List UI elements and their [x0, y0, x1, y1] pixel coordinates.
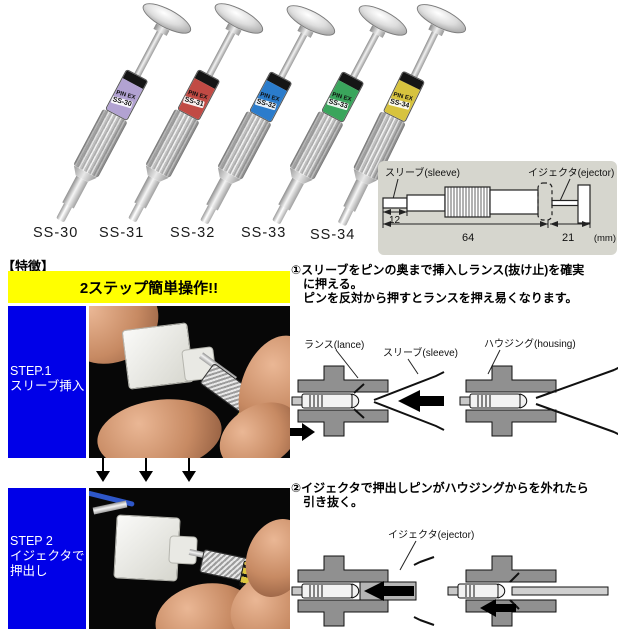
- knurl-hatching: [447, 187, 488, 217]
- features-heading: 【特徴】: [2, 259, 55, 274]
- step2-note: ②イジェクタで押出しピンがハウジングからを外れたら 引き抜く。: [291, 481, 617, 509]
- ejector-leader-line: [559, 178, 571, 202]
- tool-sleeve-end: [271, 205, 288, 225]
- lance-label: ランス(lance): [304, 339, 364, 351]
- model-label-ss31: SS-31: [99, 225, 145, 241]
- tool-stem: [410, 31, 438, 78]
- sleeve-label: スリーブ(sleeve): [383, 346, 458, 359]
- tool-sleeve-end: [127, 203, 144, 223]
- feature-banner: 2ステップ簡単操作!!: [8, 271, 290, 303]
- ejector-dim-label: イジェクタ(ejector): [528, 167, 614, 179]
- section-extracted: [447, 555, 609, 627]
- step1-note-line1: ①スリーブをピンの奥まで挿入しランス(抜け止)を確実: [291, 263, 585, 277]
- dim-12: 12: [389, 215, 401, 226]
- tool-sleeve-end: [199, 205, 216, 225]
- step1-sidebar: STEP.1 スリーブ挿入: [8, 306, 86, 458]
- sleeve-leader-line: [392, 178, 399, 200]
- model-label-ss33: SS-33: [241, 225, 287, 241]
- dim-64: 64: [462, 232, 474, 244]
- dim-unit: (mm): [594, 233, 616, 244]
- tool-sleeve-end: [55, 203, 72, 223]
- step1-sidebar-line2: スリーブ挿入: [10, 379, 85, 393]
- model-label-ss32: SS-32: [170, 225, 216, 241]
- lance-leader: [335, 349, 359, 379]
- sleeve-leader: [407, 358, 419, 375]
- finger-shape: [92, 391, 227, 458]
- sleeve-dim-label: スリーブ(sleeve): [385, 166, 460, 179]
- tool-grip: [217, 110, 272, 181]
- tool-outline-drawing: [382, 184, 591, 224]
- step1-photo: [89, 306, 290, 458]
- tool-stem: [277, 32, 307, 79]
- tool-stem: [349, 32, 379, 79]
- tool-grip: [145, 108, 200, 179]
- housing-leader: [487, 349, 501, 375]
- step1-note-line3: ピンを反対から押すとランスを押え易くなります。: [303, 291, 578, 305]
- housing-label: ハウジング(housing): [484, 337, 576, 350]
- section-before-insert: [290, 365, 445, 441]
- tool-sleeve-end: [337, 206, 353, 227]
- ejector-dashed-outline: [537, 182, 553, 221]
- step1-diagram: ランス(lance) スリーブ(sleeve) ハウジング(housing): [290, 337, 618, 441]
- step1-note: ①スリーブをピンの奥まで挿入しランス(抜け止)を確実 に押える。 ピンを反対から…: [291, 263, 617, 305]
- model-label-ss30: SS-30: [33, 225, 79, 241]
- step2-note-line2: 引き抜く。: [303, 495, 364, 509]
- down-arrow-icon: [182, 458, 196, 482]
- ejector-label: イジェクタ(ejector): [388, 529, 474, 541]
- tool-stem: [133, 30, 163, 77]
- step2-diagram: イジェクタ(ejector): [291, 529, 609, 627]
- tool-stem: [205, 30, 235, 77]
- dim-21: 21: [562, 232, 574, 244]
- section-ejecting: [291, 555, 435, 627]
- pin-terminal-shape: [92, 500, 128, 515]
- step2-sidebar: STEP 2 イジェクタで 押出し: [8, 488, 86, 629]
- step2-photo: [89, 488, 290, 629]
- section-after-insert: [459, 365, 618, 437]
- tool-grip: [73, 108, 128, 179]
- step2-sidebar-line1: STEP 2: [10, 534, 53, 548]
- tool-sleeve-tip: [342, 178, 368, 212]
- product-photo: PIN EX SS-30 PIN EX SS-31: [0, 0, 470, 248]
- down-arrow-icon: [96, 458, 110, 482]
- down-arrow-icon: [139, 458, 153, 482]
- model-label-ss34: SS-34: [310, 227, 356, 243]
- ejector-leader: [399, 540, 417, 571]
- step2-sidebar-line2: イジェクタで: [10, 549, 85, 563]
- dimension-diagram: スリーブ(sleeve) イジェクタ(ejector) 12 64 21 (mm…: [378, 161, 617, 255]
- step2-note-line1: ②イジェクタで押出しピンがハウジングからを外れたら: [291, 481, 589, 495]
- step1-note-line2: に押える。: [303, 277, 363, 291]
- dimension-arrowheads: [383, 209, 590, 227]
- step-transition-arrows: [96, 458, 196, 484]
- step1-sidebar-line1: STEP.1: [10, 364, 52, 378]
- step2-sidebar-line3: 押出し: [10, 564, 48, 578]
